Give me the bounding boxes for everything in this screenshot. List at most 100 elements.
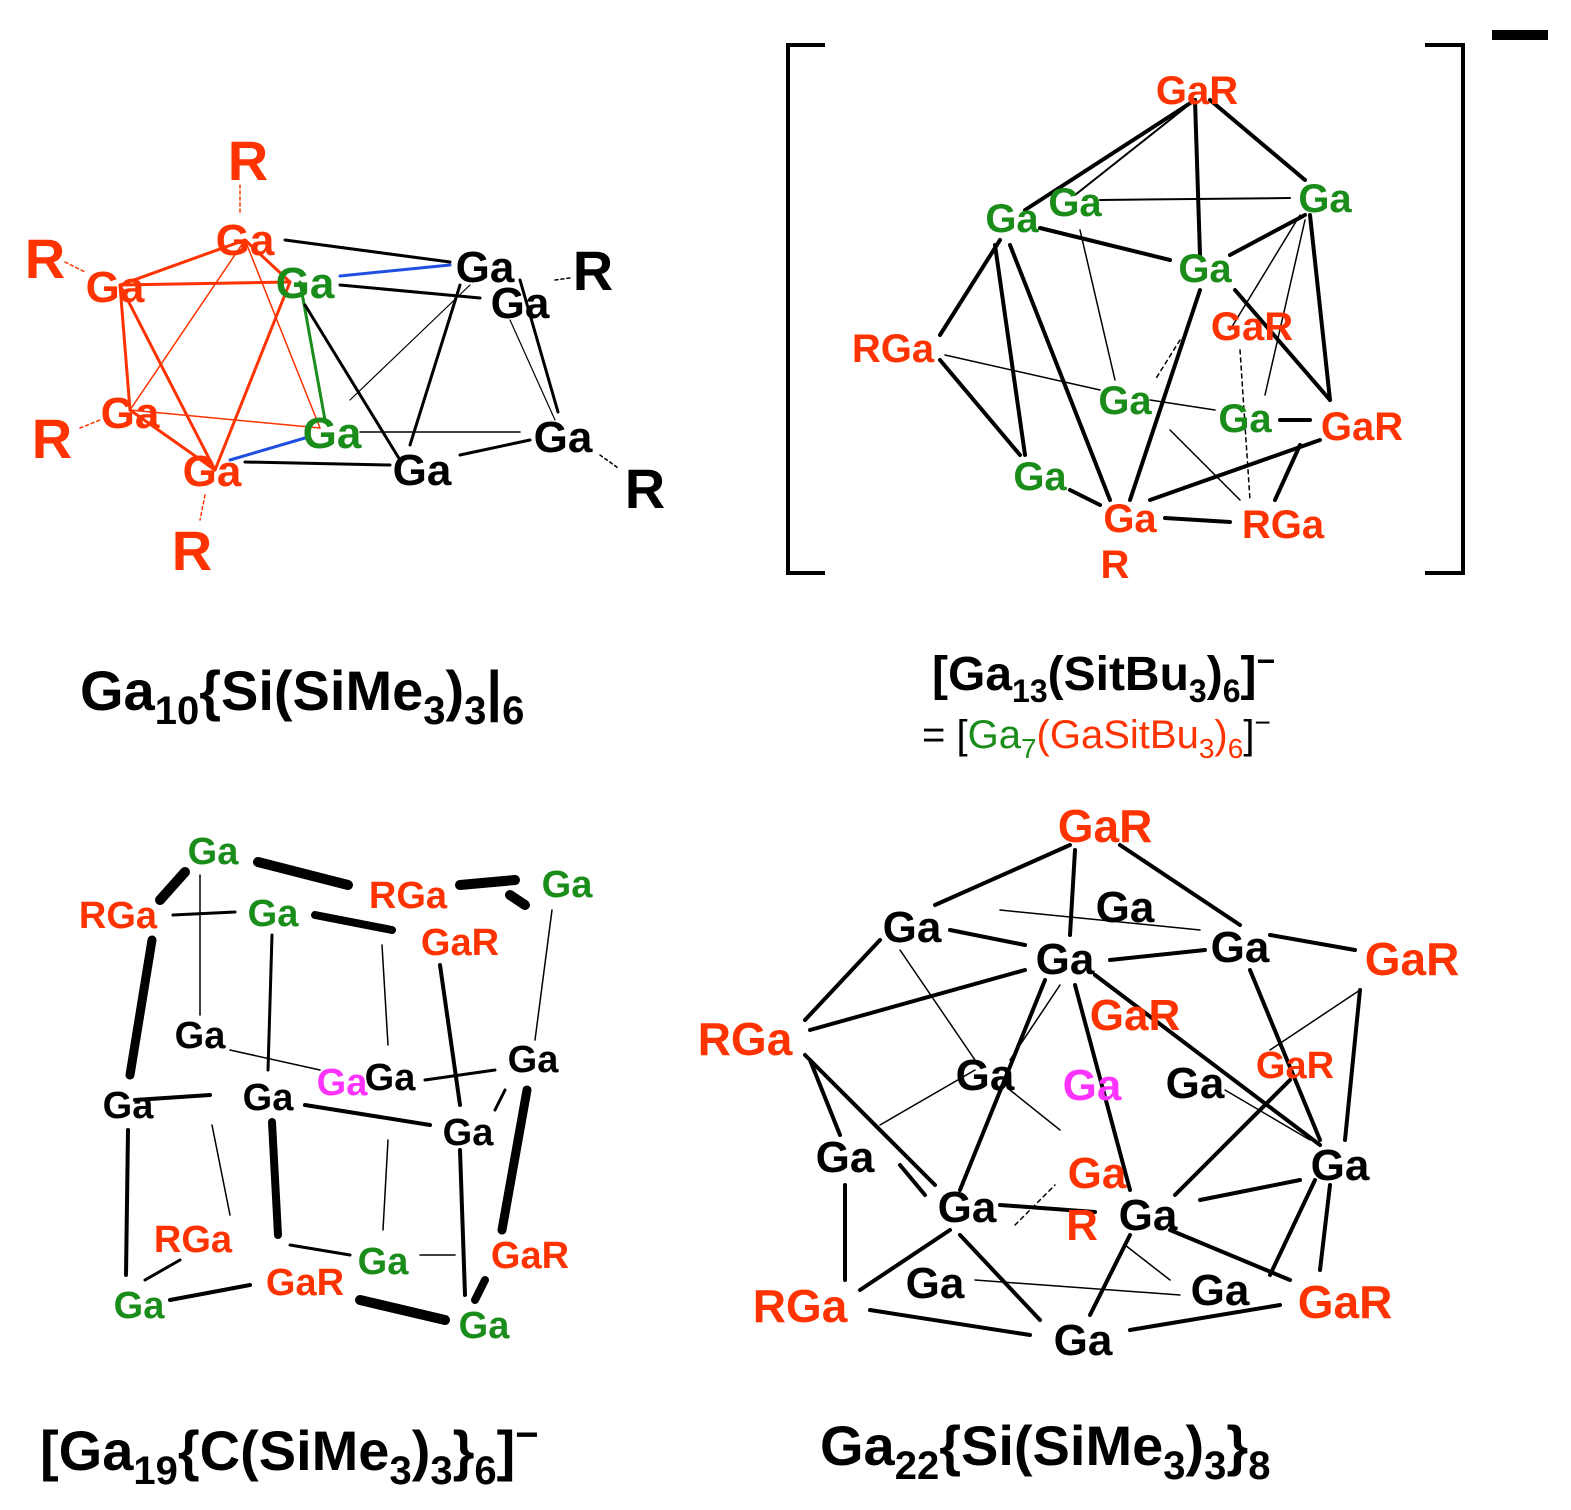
bond <box>1009 1089 1061 1131</box>
bond <box>1264 219 1306 396</box>
bond <box>1163 516 1232 524</box>
panel-ga19: Ga RGa Ga RGa Ga GaR Ga Ga Ga Ga Ga Ga G… <box>40 831 593 1493</box>
atom-label: GaR <box>1156 69 1238 113</box>
bond <box>349 284 471 401</box>
atom-label: Ga <box>508 1039 560 1081</box>
atom-label: Ga <box>1098 379 1152 423</box>
bond <box>303 303 402 462</box>
bond <box>497 1085 532 1235</box>
atom-label: Ga <box>1191 1266 1250 1315</box>
bond <box>554 277 571 281</box>
bond <box>338 263 452 278</box>
bond <box>1074 99 1196 196</box>
bond <box>1099 197 1291 201</box>
bond <box>355 1295 450 1325</box>
bond <box>244 239 321 429</box>
atom-label: Ga <box>1218 397 1272 441</box>
bond <box>228 436 307 462</box>
panel-ga13: GaR Ga Ga Ga Ga GaR RGa Ga Ga GaR Ga Ga … <box>786 30 1548 764</box>
atom-label: R <box>625 457 665 520</box>
bond <box>118 283 217 472</box>
atom-label: R <box>25 227 65 290</box>
bond <box>303 1103 432 1127</box>
bond <box>808 968 1027 1032</box>
atom-label: Ga <box>1013 455 1067 499</box>
bond <box>898 1163 927 1197</box>
atom-label: Ga <box>114 1285 166 1327</box>
bond <box>879 1069 976 1126</box>
atom-label: Ga <box>1063 1061 1122 1110</box>
bracket-left <box>786 43 825 575</box>
formula-ga19: [Ga19{C(SiMe3)3}6]− <box>40 1413 539 1493</box>
bond <box>199 494 206 521</box>
bond <box>948 928 1027 947</box>
bond <box>1198 1178 1302 1202</box>
atom-label: Ga <box>456 243 515 292</box>
bond <box>958 978 1047 1192</box>
atom-label: R <box>172 519 212 582</box>
bond <box>534 909 553 1041</box>
atom-label: Ga <box>175 1015 227 1057</box>
bond <box>266 933 274 1072</box>
bond <box>211 1124 231 1216</box>
bond <box>958 1233 1042 1322</box>
atom-label: Ga <box>491 279 550 328</box>
atom-label: RGa <box>1242 503 1325 547</box>
bond <box>1169 429 1241 501</box>
atom-label: Ga <box>443 1112 495 1154</box>
atom-label: Ga <box>303 409 362 458</box>
atom-label: Ga <box>883 903 942 952</box>
bond <box>118 238 247 287</box>
atom-label: GaR <box>421 922 499 964</box>
atom-label: GaR <box>1211 305 1293 349</box>
bond <box>125 935 157 1080</box>
bond <box>213 280 292 472</box>
atom-label: Ga <box>243 1077 295 1119</box>
bond <box>471 1276 489 1304</box>
bond <box>518 278 560 414</box>
bond <box>1073 983 1132 1192</box>
atom-label: Ga <box>358 1241 410 1283</box>
bond <box>1014 1184 1056 1226</box>
bond <box>1108 948 1207 962</box>
bond <box>64 261 86 273</box>
bond <box>1154 339 1181 381</box>
atom-label: Ga <box>1068 1149 1127 1198</box>
bond <box>858 1228 952 1292</box>
atom-label: GaR <box>266 1262 344 1304</box>
atom-label: Ga <box>1048 181 1102 225</box>
bond <box>1224 1089 1311 1141</box>
bond <box>229 1049 321 1071</box>
atom-label: R <box>1066 1201 1098 1250</box>
bond <box>1318 1183 1332 1272</box>
bond <box>1023 98 1197 212</box>
atom-label: Ga <box>1298 177 1352 221</box>
atom-label: RGa <box>154 1219 233 1261</box>
bond <box>803 1053 937 1187</box>
atom-label: Ga <box>276 259 335 308</box>
atom-label: Ga <box>1103 497 1157 541</box>
atom-label: GaR <box>1365 933 1460 985</box>
bond <box>899 949 976 1061</box>
atom-label: Ga <box>1096 883 1155 932</box>
atom-label: Ga <box>86 263 145 312</box>
bond <box>493 1088 507 1112</box>
bond <box>268 1118 282 1239</box>
atom-label: Ga <box>365 1057 417 1099</box>
bond <box>253 857 353 890</box>
atom-label: Ga <box>1036 935 1095 984</box>
atom-label: Ga <box>317 1062 369 1104</box>
panel-ga22: GaR Ga Ga Ga Ga GaR RGa GaR GaR Ga Ga Ga… <box>698 800 1460 1488</box>
bond <box>129 239 246 411</box>
bracket-right <box>1425 43 1465 575</box>
bond <box>143 1258 182 1282</box>
bond <box>79 419 101 429</box>
atom-label: Ga <box>816 1133 875 1182</box>
bond <box>1093 973 1322 1147</box>
atom-label: Ga <box>985 197 1039 241</box>
bond <box>381 944 389 1046</box>
atom-label: Ga <box>956 1051 1015 1100</box>
atom-label: GaR <box>1298 1276 1393 1328</box>
